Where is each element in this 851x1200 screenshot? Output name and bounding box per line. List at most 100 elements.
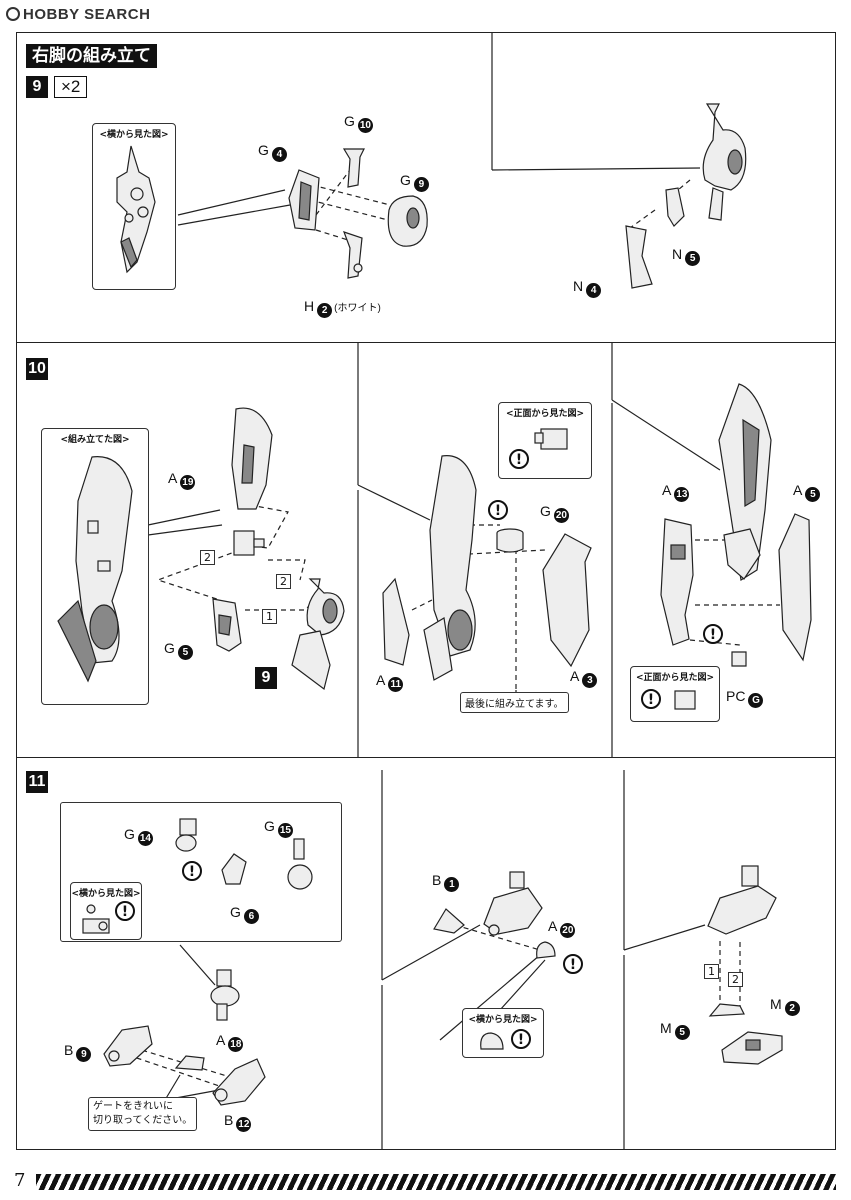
part-a18-drawing (174, 1055, 205, 1071)
part-b9-drawing (103, 1025, 153, 1067)
divider-step9-10 (16, 342, 836, 343)
part-g20-drawing (496, 528, 524, 553)
foot-joint-assembly-drawing (483, 871, 543, 936)
front-view-cylinder (534, 428, 568, 450)
leg-assembly-right-step9 (702, 103, 747, 221)
joint-assembled-drawing (210, 969, 240, 1021)
part-a20-drawing (536, 941, 556, 959)
part-g5-drawing (212, 598, 242, 652)
part-g9-drawing (387, 195, 428, 247)
reference-step-9: 9 (255, 667, 277, 689)
part-m2-drawing (721, 1031, 783, 1065)
logo-mark-icon (6, 7, 20, 21)
warning-icon: ! (115, 901, 135, 921)
site-logo: HOBBY SEARCH (6, 6, 150, 23)
warning-icon: ! (703, 624, 723, 644)
leg-assembly-step10-middle (423, 455, 477, 681)
clean-gate-note: ゲートをきれいに 切り取ってください。 (88, 1097, 198, 1131)
assembled-view-inset: <組み立てた図> (41, 428, 149, 705)
part-g6-drawing (221, 853, 247, 885)
front-view-caption-middle: <正面から見た図> (505, 409, 585, 419)
part-b1-drawing (433, 908, 465, 934)
part-g14-drawing (175, 818, 197, 852)
part-g10-drawing (342, 148, 365, 188)
part-g4-drawing (288, 169, 320, 231)
assembled-view-part-illustration (57, 456, 133, 683)
part-pcg-drawing (731, 651, 747, 667)
part-n4-drawing (625, 225, 653, 289)
upper-leg-armor-drawing (718, 383, 772, 581)
part-n5-drawing (665, 187, 685, 227)
side-view-inset: <横から見た図> (92, 123, 176, 290)
side-view-caption: <横から見た図> (99, 130, 169, 140)
step-10-number: 10 (26, 358, 48, 380)
part-h2-drawing (342, 231, 363, 279)
front-view-inset-right: <正面から見た図> ! (630, 666, 720, 722)
step-11-number: 11 (26, 771, 48, 793)
assemble-last-note: 最後に組み立てます。 (460, 692, 569, 713)
part-a5-drawing (778, 513, 812, 662)
divider-step10-11 (16, 757, 836, 758)
warning-icon: ! (509, 449, 529, 469)
side-view-caption-foot: <横から見た図> (468, 1015, 538, 1025)
part-a19-drawing (231, 407, 273, 510)
step-9-number: 9 (26, 76, 48, 98)
part-m5-drawing (708, 1003, 745, 1017)
side-view-part-illustration (116, 145, 156, 274)
sub-step-1-foot: 1 (704, 964, 719, 979)
sub-step-2-foot: 2 (728, 972, 743, 987)
section-title: 右脚の組み立て (26, 44, 157, 68)
part-a11-drawing (382, 577, 410, 666)
side-view-foot-part (480, 1032, 504, 1050)
assembled-view-caption: <組み立てた図> (60, 435, 130, 445)
page-frame (16, 32, 836, 1150)
part-g15-drawing (287, 838, 313, 890)
part-small-joint-drawing (233, 530, 265, 556)
front-view-caption-right: <正面から見た図> (635, 673, 715, 683)
front-view-inset-middle: <正面から見た図> ! (498, 402, 592, 479)
side-view-inset-foot: <横から見た図> ! (462, 1008, 544, 1058)
leg-assembly-ref-step9 (291, 578, 345, 691)
page-number: 7 (14, 1170, 26, 1191)
warning-icon: ! (563, 954, 583, 974)
side-view-inset-step11: <横から見た図> ! (70, 882, 142, 940)
sub-step-2-b: 2 (276, 574, 291, 589)
side-view-joint-part (82, 904, 110, 934)
warning-icon: ! (641, 689, 661, 709)
sub-step-2-a: 2 (200, 550, 215, 565)
part-a13-drawing (660, 518, 694, 646)
warning-icon: ! (511, 1029, 531, 1049)
step-9-multiplier: ×2 (54, 76, 88, 98)
front-view-pc-part (674, 690, 696, 710)
footer-hatch-bar (36, 1174, 836, 1190)
warning-icon: ! (488, 500, 508, 520)
part-a3-drawing (542, 533, 592, 668)
part-joint-drawing-right (723, 528, 761, 580)
site-header: HOBBY SEARCH (0, 0, 851, 28)
side-view-caption-step11: <横から見た図> (71, 889, 141, 899)
warning-icon: ! (182, 861, 202, 881)
part-b12-drawing (212, 1058, 266, 1106)
foot-assembly-right-drawing (707, 865, 777, 935)
